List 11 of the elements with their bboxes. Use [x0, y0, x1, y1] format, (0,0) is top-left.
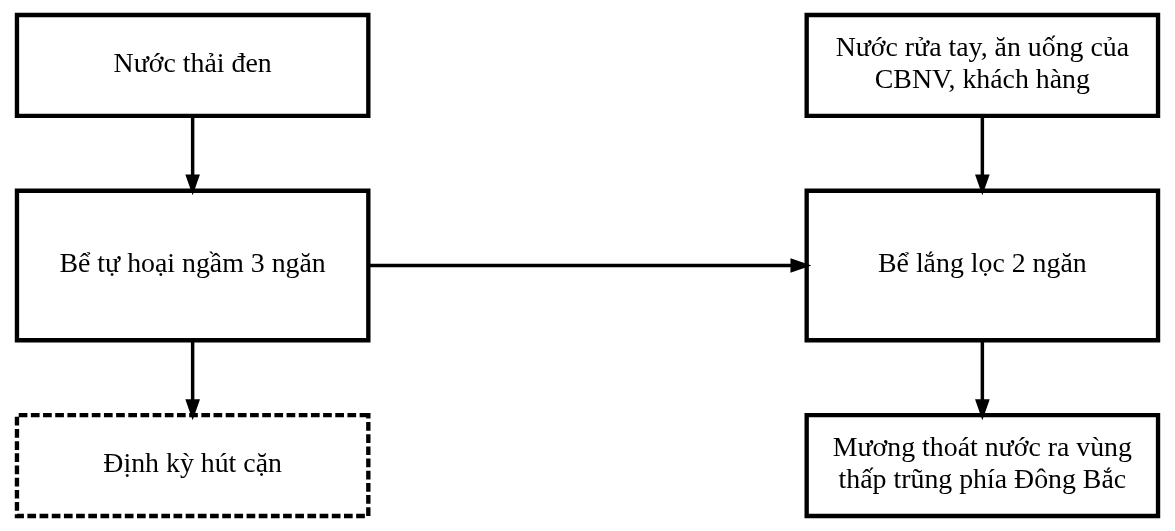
arrow [975, 116, 990, 196]
arrow [975, 340, 990, 421]
node-box: Nước rửa tay, ăn uống của CBNV, khách hàng [804, 12, 1161, 119]
node-box: Mương thoát nước ra vùng thấp trũng phía Đông Bắc [804, 412, 1161, 519]
arrow [185, 116, 200, 196]
node-box: Bể lắng lọc 2 ngăn [804, 188, 1161, 343]
node-box: Nước thải đen [14, 12, 371, 119]
arrow [185, 340, 200, 421]
arrow [368, 258, 812, 273]
node-box: Bể tự hoại ngầm 3 ngăn [14, 188, 371, 343]
node-box: Định kỳ hút cặn [14, 412, 371, 519]
